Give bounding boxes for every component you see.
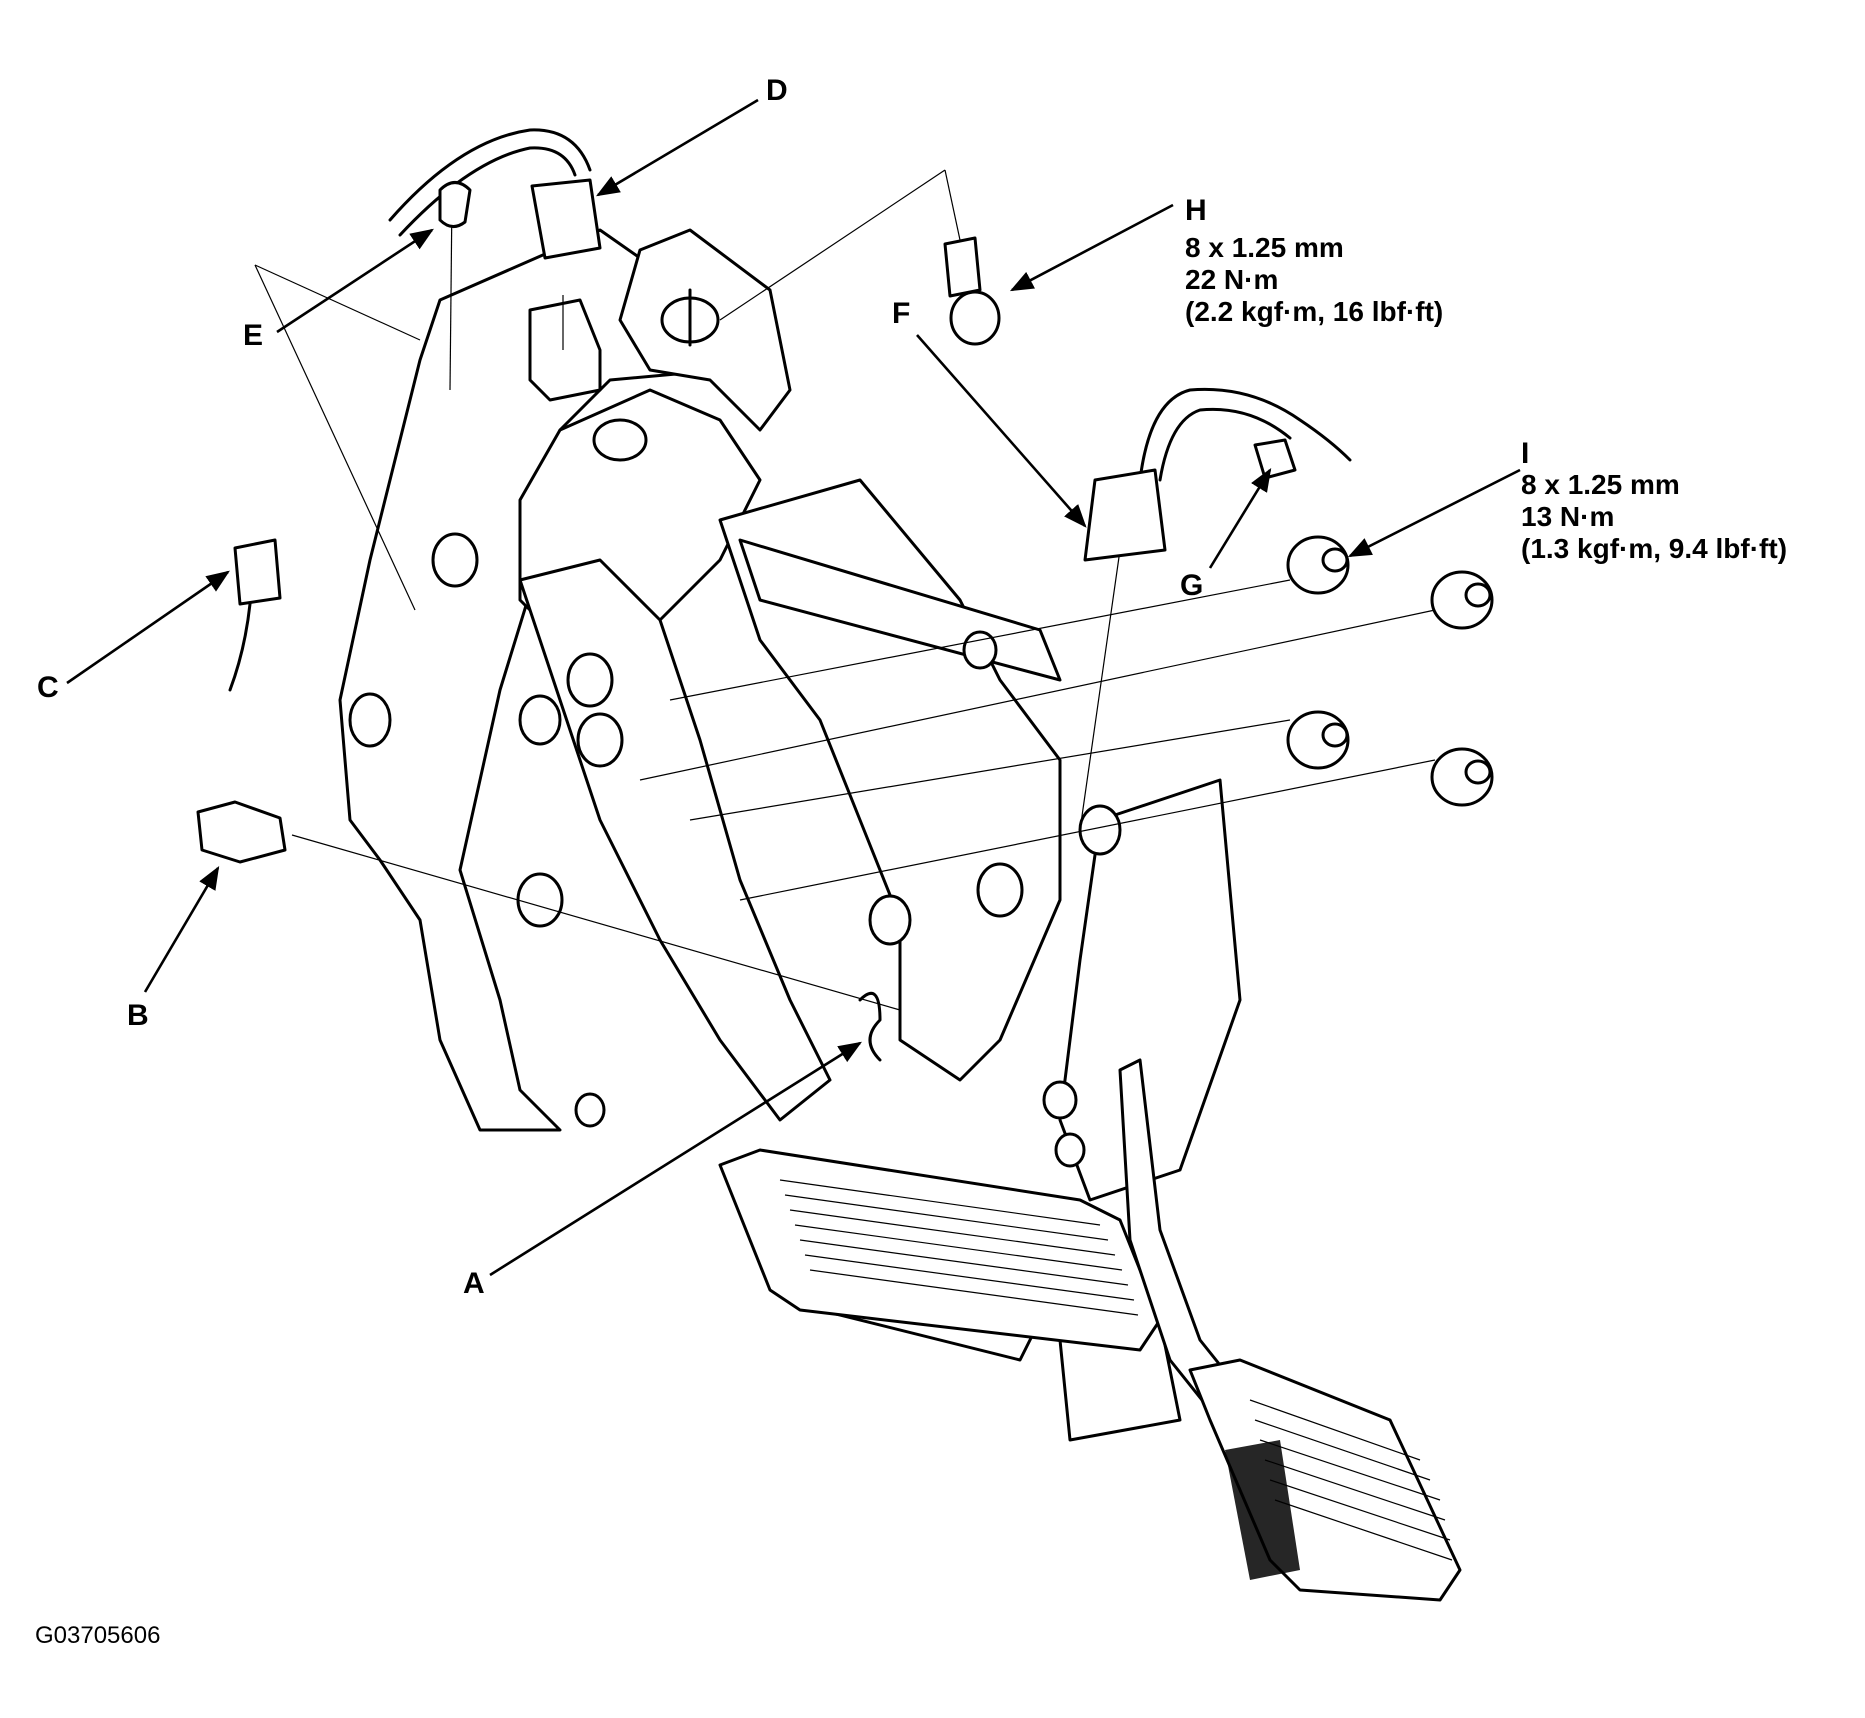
- pedal-bracket-artwork: [196, 128, 1494, 1602]
- arrow-b: [143, 865, 220, 993]
- harness-top: [388, 128, 592, 222]
- spec-i-size: 8 x 1.25 mm: [1521, 469, 1680, 500]
- pivot-hole: [592, 418, 648, 462]
- figure-id: G03705606: [35, 1622, 160, 1649]
- arrow-f: [916, 334, 1087, 528]
- callout-h: H: [1185, 194, 1207, 227]
- left-bracket: [338, 228, 722, 1132]
- harness-right-inner: [1158, 407, 1292, 482]
- arrow-e: [276, 228, 434, 334]
- callout-labels: D E H F G I C B A: [37, 74, 1529, 1300]
- arrow-g: [1208, 468, 1272, 569]
- brake-switch-body: [528, 298, 602, 402]
- connector-d: [530, 178, 602, 260]
- alignment-lines: [254, 169, 1436, 1011]
- accel-pad-ribs: [1249, 1399, 1453, 1561]
- arrow-h: [1009, 203, 1174, 292]
- spec-i: 8 x 1.25 mm 13 N·m (1.3 kgf·m, 9.4 lbf·f…: [1521, 469, 1787, 564]
- callout-f: F: [892, 297, 910, 330]
- callout-e: E: [243, 319, 263, 352]
- accel-pad-grip: [1225, 1440, 1300, 1580]
- connector-f: [1083, 468, 1167, 562]
- assembly-bushings: [348, 532, 1122, 1168]
- callout-c: C: [37, 671, 59, 704]
- spec-h-size: 8 x 1.25 mm: [1185, 232, 1344, 263]
- callout-d: D: [766, 74, 788, 107]
- clip-g: [1253, 438, 1297, 480]
- bolt-b: [196, 800, 287, 864]
- spec-i-torque-alt: (1.3 kgf·m, 9.4 lbf·ft): [1521, 533, 1787, 564]
- arrow-a: [489, 1041, 862, 1277]
- arrow-c: [66, 570, 230, 685]
- callout-i: I: [1521, 437, 1529, 470]
- harness-c: [228, 602, 252, 692]
- harness-right: [1138, 387, 1352, 482]
- callout-g: G: [1180, 569, 1203, 602]
- connector-c: [233, 538, 282, 606]
- bolt-h: [943, 236, 1001, 346]
- callout-arrows: [66, 98, 1521, 1277]
- spec-i-torque: 13 N·m: [1521, 501, 1614, 532]
- clip-a-shape: [858, 991, 882, 1062]
- spec-h-torque: 22 N·m: [1185, 264, 1278, 295]
- spec-h-torque-alt: (2.2 kgf·m, 16 lbf·ft): [1185, 296, 1443, 327]
- brake-pad-ribs: [779, 1179, 1139, 1316]
- callout-a: A: [463, 1267, 485, 1300]
- callout-b: B: [127, 999, 149, 1032]
- harness-top-inner: [398, 146, 577, 237]
- arrow-i: [1347, 468, 1521, 558]
- arrow-d: [595, 98, 759, 197]
- spec-h: 8 x 1.25 mm 22 N·m (2.2 kgf·m, 16 lbf·ft…: [1185, 232, 1443, 327]
- nuts-i: [1286, 535, 1494, 807]
- clip-e: [438, 181, 472, 228]
